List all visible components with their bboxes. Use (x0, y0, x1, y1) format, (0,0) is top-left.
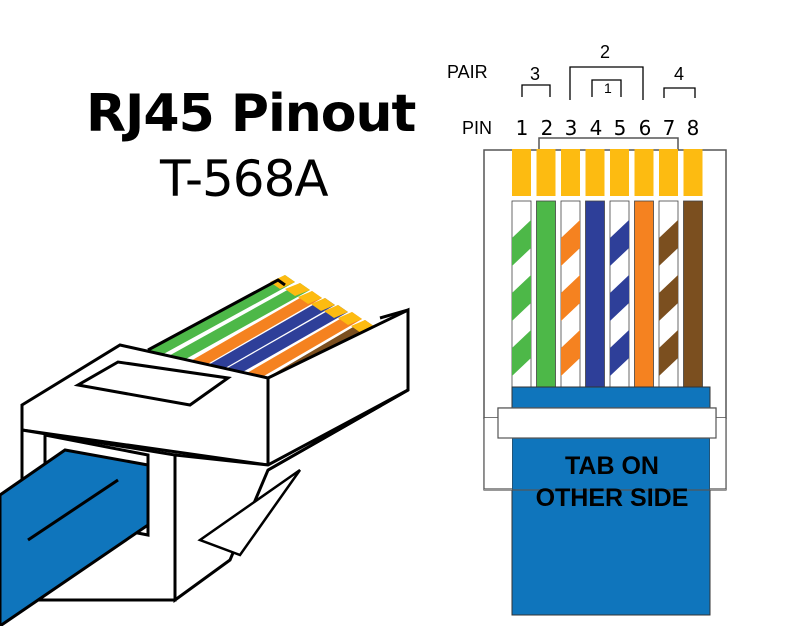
pin-number: 4 (589, 116, 603, 140)
pin-contact (610, 149, 629, 196)
wire-white-blue (609, 149, 630, 390)
wire-insulation (683, 200, 703, 390)
pin-number: 3 (564, 116, 578, 140)
pin-number: 1 (515, 116, 529, 140)
diagram-subtitle: T-568A (160, 150, 329, 208)
wire-stripe (512, 275, 531, 321)
pin-number: 2 (540, 116, 554, 140)
wire-stripe (561, 275, 580, 321)
tab-note-line1: TAB ON (565, 452, 659, 480)
pair-4-bracket (663, 87, 696, 98)
wire-green (536, 149, 556, 390)
wire-blue (585, 149, 605, 390)
pin-contact (659, 149, 678, 196)
wire-insulation (585, 200, 605, 390)
pair-label: PAIR (447, 62, 488, 82)
wire-insulation (536, 200, 556, 390)
pair-number: 3 (530, 64, 541, 84)
wire-stripe (610, 330, 629, 376)
wire-stripe (610, 220, 629, 266)
wire-stripe (659, 220, 678, 266)
pair-brackets (521, 66, 696, 100)
wire-white-green (511, 149, 532, 390)
wire-stripe (512, 330, 531, 376)
diagram-title: RJ45 Pinout (86, 84, 416, 144)
pair-1-bracket (591, 79, 622, 97)
pin-number: 7 (662, 116, 676, 140)
wire-stripe (561, 220, 580, 266)
pin-number: 5 (613, 116, 627, 140)
pin-contact (585, 149, 605, 196)
wire-stripe (561, 330, 580, 376)
pin-contact (634, 149, 654, 196)
wire-stripe (659, 330, 678, 376)
wire-stripe (659, 275, 678, 321)
tab-note: TAB ON OTHER SIDE (512, 450, 712, 514)
pin-contact (683, 149, 703, 196)
wire-stripe (610, 275, 629, 321)
pin-contact (561, 149, 580, 196)
pin-contact (536, 149, 556, 196)
pin-number: 6 (638, 116, 652, 140)
pair-3-bracket (521, 84, 551, 97)
pair-number: 2 (600, 42, 611, 62)
tab-note-line2: OTHER SIDE (535, 484, 689, 512)
pair-number: 1 (604, 80, 612, 96)
pair-number: 4 (674, 64, 685, 84)
pin-label: PIN (462, 118, 493, 138)
pin-contact (512, 149, 531, 196)
pin-number: 8 (686, 116, 700, 140)
wire-orange (634, 149, 654, 390)
wire-insulation (634, 200, 654, 390)
wire-white-brown (658, 149, 679, 390)
pair-2-bracket (569, 66, 644, 100)
wire-stripe (512, 220, 531, 266)
cable-jacket (0, 448, 150, 626)
wire-white-orange (560, 149, 581, 390)
wire-brown (683, 149, 703, 390)
